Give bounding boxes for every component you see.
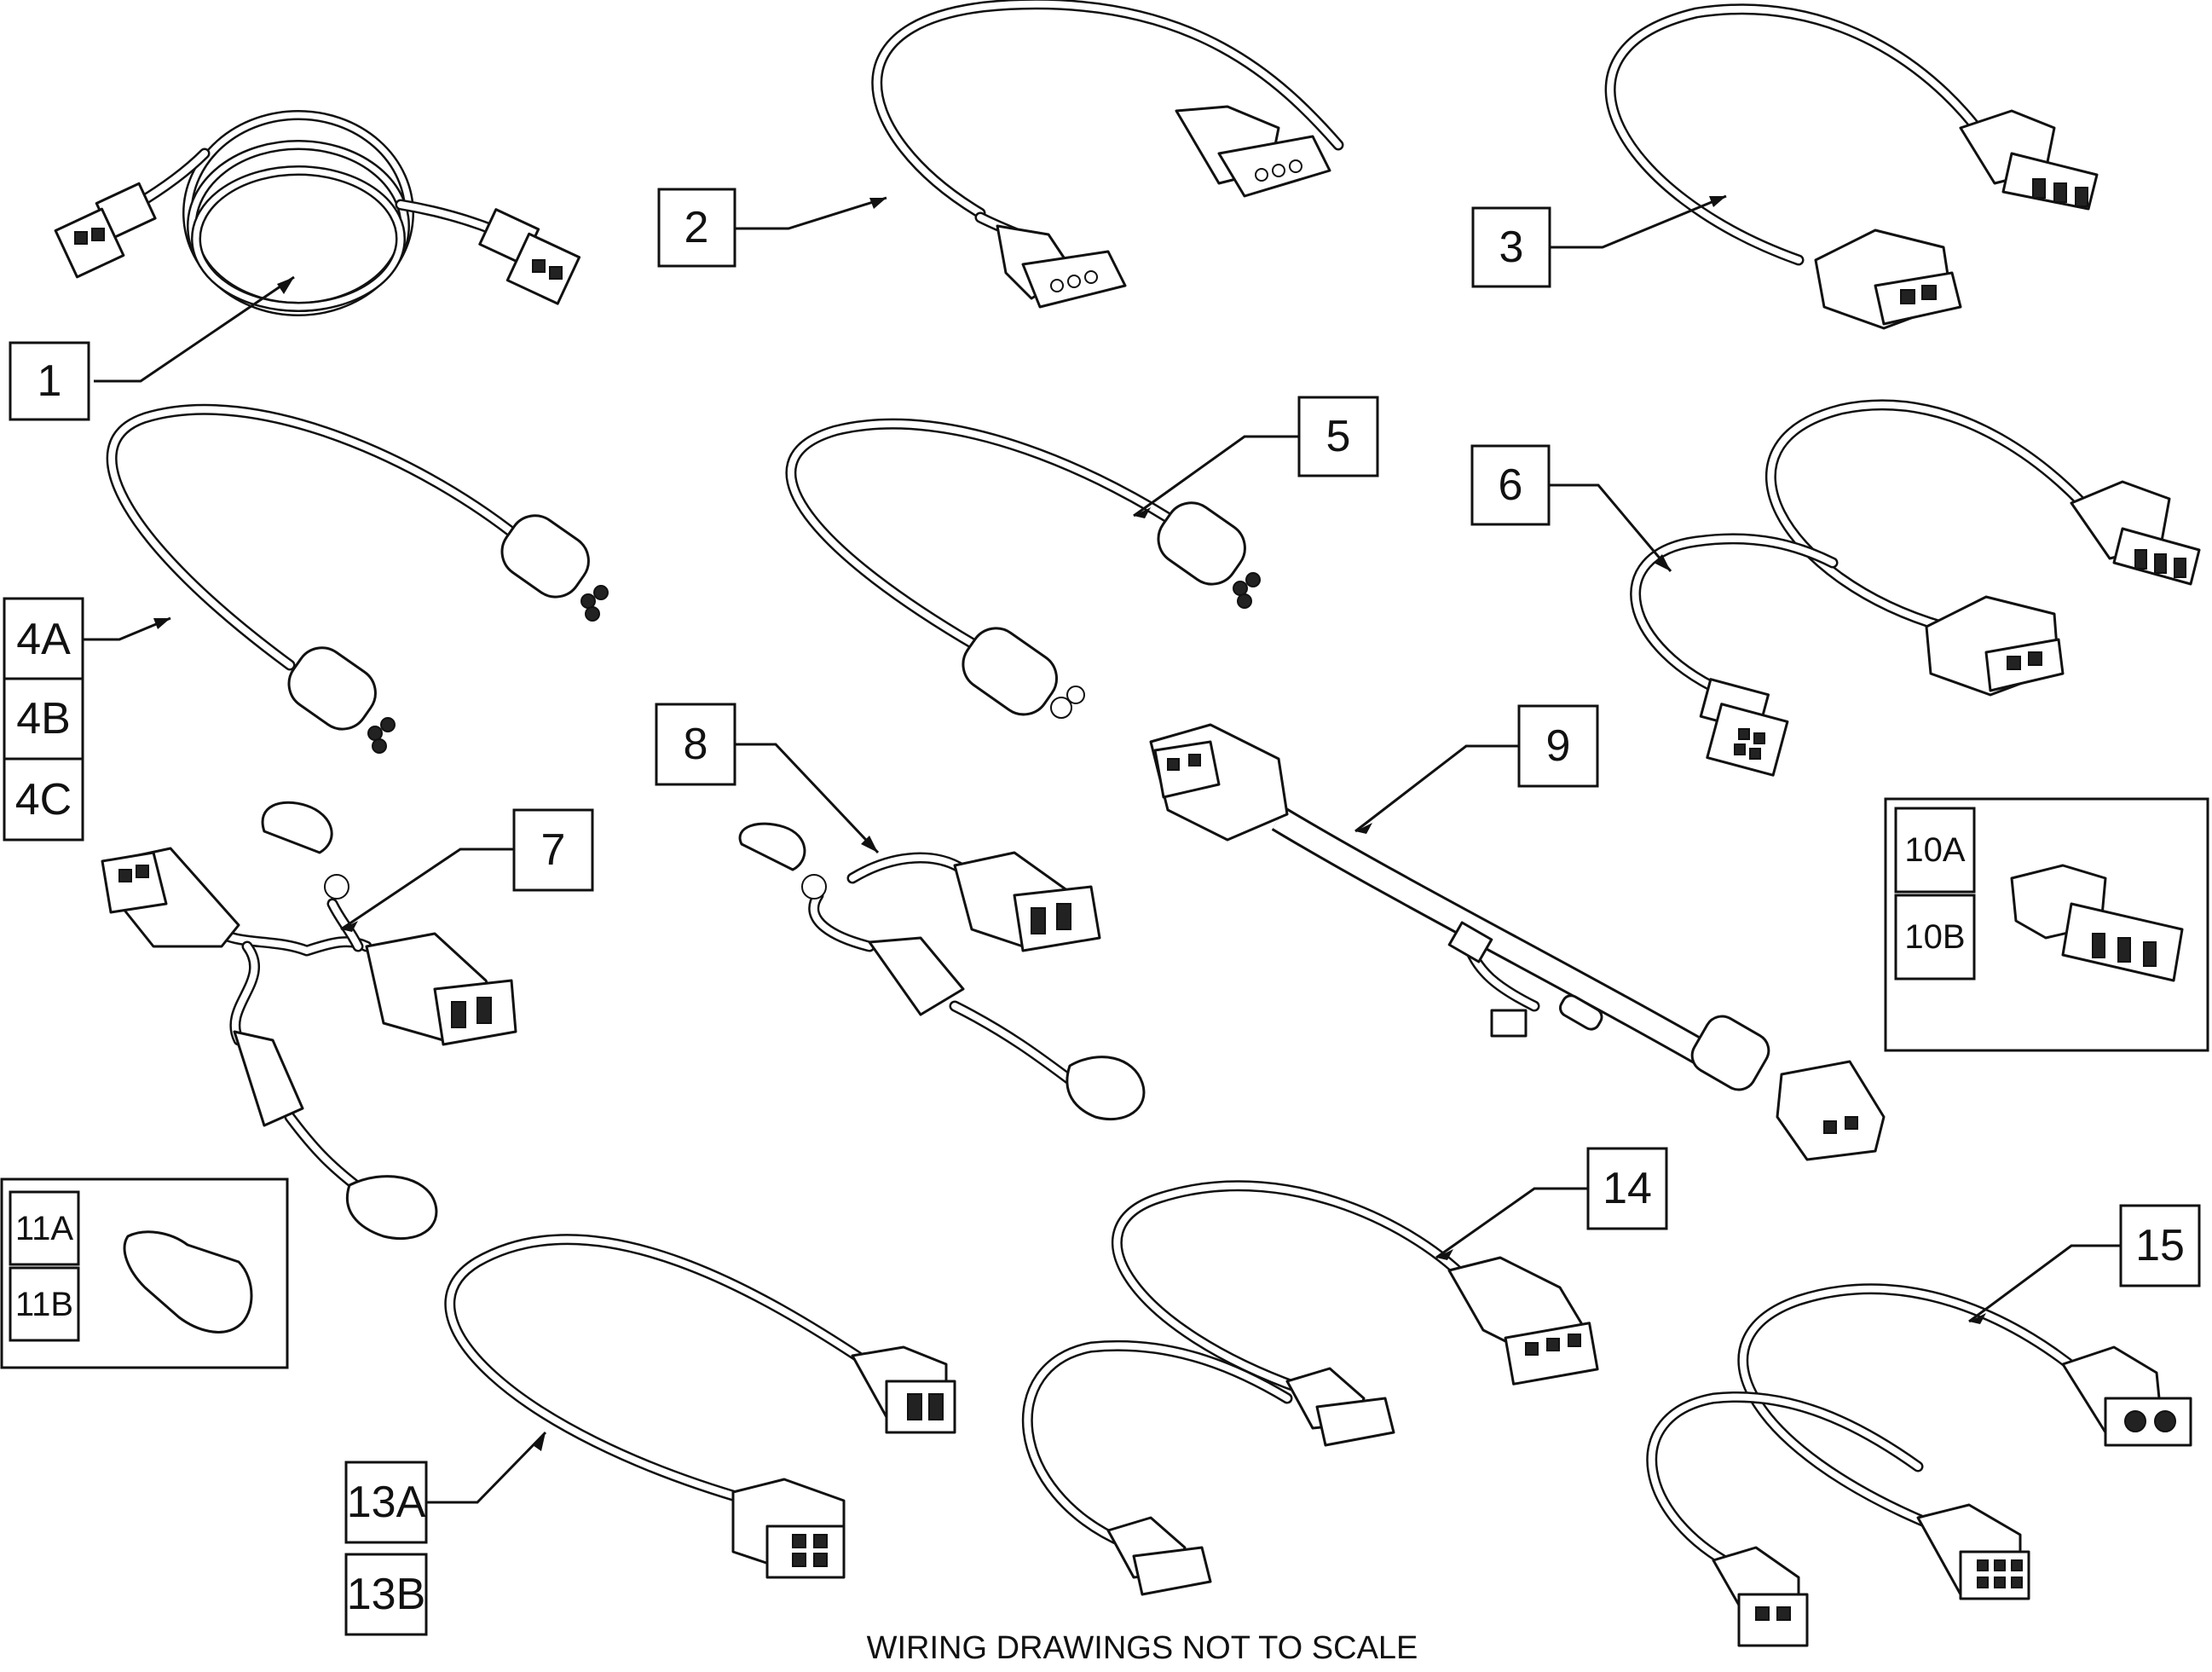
callout-label-8: 8 xyxy=(684,720,708,769)
callout-label-9: 9 xyxy=(1546,721,1571,771)
callout-label-3: 3 xyxy=(1499,223,1524,272)
callout-label-2: 2 xyxy=(684,203,709,252)
callout-label-4c: 4C xyxy=(15,775,72,824)
callout-3: 3 xyxy=(1471,194,1727,288)
callout-8: 8 xyxy=(655,703,880,854)
harness-3-drawing xyxy=(1604,3,2099,330)
callout-label-10b: 10B xyxy=(1904,918,1965,956)
callout-label-1: 1 xyxy=(38,356,62,406)
callout-4: 4A 4B 4C xyxy=(3,597,171,842)
harness-14-drawing xyxy=(1021,1180,1599,1596)
harness-4-drawing xyxy=(106,403,609,754)
callout-7: 7 xyxy=(340,808,594,932)
harness-9-drawing xyxy=(1149,723,1886,1161)
callout-label-14: 14 xyxy=(1603,1164,1652,1213)
callout-15: 15 xyxy=(1968,1204,2201,1324)
callout-1: 1 xyxy=(9,275,295,421)
callout-13: 13A 13B xyxy=(344,1431,547,1636)
harness-7-drawing xyxy=(101,801,517,1241)
inset-10: 10A 10B xyxy=(1884,797,2209,1052)
callout-14: 14 xyxy=(1435,1147,1668,1260)
inset-11: 11A 11B xyxy=(0,1177,289,1369)
callout-2: 2 xyxy=(657,188,887,268)
harness-13-drawing xyxy=(444,1234,956,1579)
callout-label-15: 15 xyxy=(2135,1221,2185,1270)
callout-label-4b: 4B xyxy=(16,694,71,743)
harness-6-drawing xyxy=(1630,399,2201,777)
callout-label-13b: 13B xyxy=(347,1570,426,1619)
callout-label-13a: 13A xyxy=(347,1478,426,1527)
callout-label-5: 5 xyxy=(1326,412,1351,461)
callout-5: 5 xyxy=(1133,396,1379,518)
harness-2-drawing xyxy=(871,0,1344,309)
callout-label-6: 6 xyxy=(1499,460,1523,510)
harness-1-drawing xyxy=(54,110,581,316)
harness-5-drawing xyxy=(785,418,1261,719)
callout-label-4a: 4A xyxy=(16,615,71,664)
callout-label-10a: 10A xyxy=(1904,831,1965,869)
scale-note: WIRING DRAWINGS NOT TO SCALE xyxy=(867,1630,1418,1666)
callout-9: 9 xyxy=(1354,704,1599,834)
callout-label-7: 7 xyxy=(541,825,566,875)
callout-6: 6 xyxy=(1470,444,1672,572)
callout-label-11a: 11A xyxy=(15,1210,74,1247)
callout-label-11b: 11B xyxy=(15,1286,73,1323)
harness-8-drawing xyxy=(738,822,1146,1121)
harness-15-drawing xyxy=(1646,1283,2192,1647)
